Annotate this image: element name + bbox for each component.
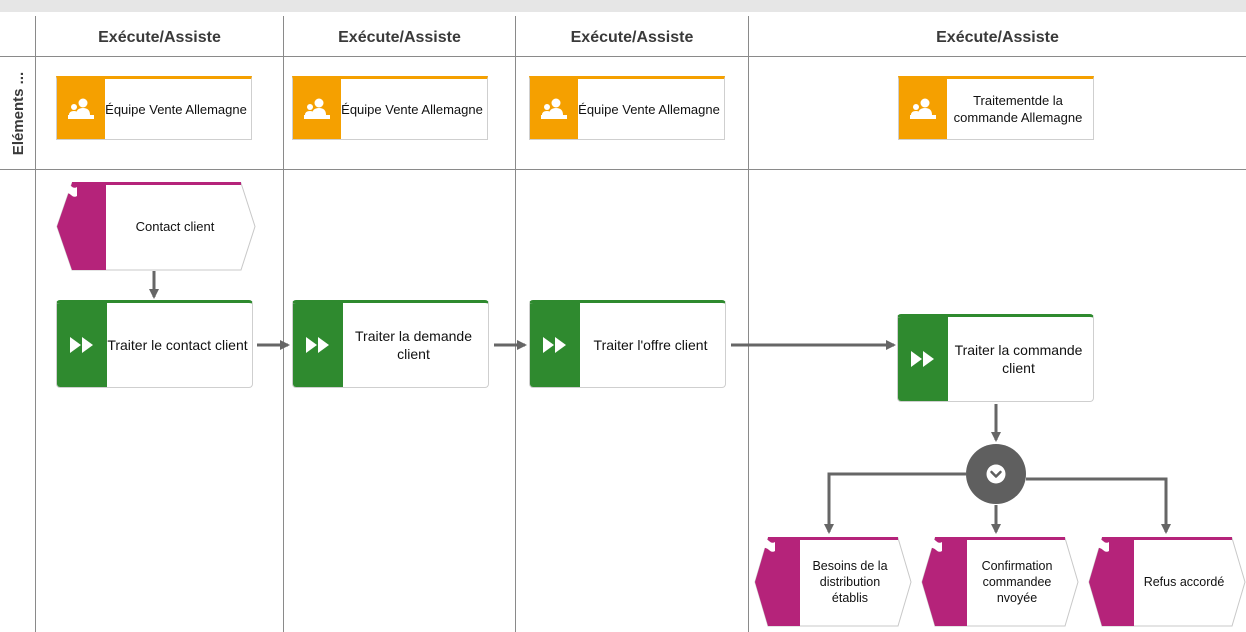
fast-forward-icon bbox=[57, 303, 107, 387]
top-toolbar-strip bbox=[0, 0, 1246, 12]
fast-forward-icon bbox=[898, 317, 948, 401]
end-event-confirmation[interactable]: Confirmation commandee nvoyée bbox=[921, 537, 1079, 627]
org-unit-icon bbox=[899, 79, 947, 139]
org-unit-2[interactable]: Équipe Vente Allemagne bbox=[292, 76, 488, 140]
lane-divider bbox=[515, 16, 516, 632]
lane-header-4[interactable]: Exécute/Assiste bbox=[936, 29, 1059, 46]
event-label: Confirmation commandee nvoyée bbox=[981, 559, 1053, 605]
function-label: Traiter le contact client bbox=[107, 337, 248, 353]
org-unit-icon bbox=[293, 79, 341, 139]
org-unit-label: Équipe Vente Allemagne bbox=[105, 101, 247, 117]
start-event[interactable]: Contact client bbox=[56, 182, 256, 271]
fast-forward-icon bbox=[293, 303, 343, 387]
event-label: Contact client bbox=[135, 219, 215, 234]
lane-header-1[interactable]: Exécute/Assiste bbox=[98, 29, 221, 46]
function-label: Traiter l'offre client bbox=[593, 337, 708, 353]
header-divider bbox=[0, 56, 1246, 57]
lane-header-3[interactable]: Exécute/Assiste bbox=[570, 29, 694, 46]
event-label: Refus accordé bbox=[1143, 575, 1225, 589]
row-divider bbox=[0, 169, 1246, 170]
fast-forward-icon bbox=[530, 303, 580, 387]
xor-gateway[interactable] bbox=[966, 444, 1026, 504]
lane-divider bbox=[35, 16, 36, 632]
lane-header-2[interactable]: Exécute/Assiste bbox=[338, 29, 461, 46]
function-traiter-offre[interactable]: Traiter l'offre client bbox=[529, 300, 726, 388]
end-event-refus[interactable]: Refus accordé bbox=[1088, 537, 1246, 627]
org-unit-icon bbox=[57, 79, 105, 139]
org-unit-4[interactable]: Traitementde la commande Allemagne bbox=[898, 76, 1094, 140]
flag-icon bbox=[1088, 537, 1134, 627]
chevron-down-icon bbox=[966, 444, 1026, 504]
event-label: Besoins de la distribution établis bbox=[812, 559, 888, 605]
org-unit-label: Équipe Vente Allemagne bbox=[341, 101, 483, 117]
function-traiter-contact[interactable]: Traiter le contact client bbox=[56, 300, 253, 388]
function-label: Traiter la demande client bbox=[355, 328, 472, 362]
org-unit-icon bbox=[530, 79, 578, 139]
function-label: Traiter la commande client bbox=[954, 342, 1083, 376]
end-event-besoins[interactable]: Besoins de la distribution établis bbox=[754, 537, 912, 627]
function-traiter-commande[interactable]: Traiter la commande client bbox=[897, 314, 1094, 402]
org-unit-3[interactable]: Équipe Vente Allemagne bbox=[529, 76, 725, 140]
connector bbox=[824, 472, 966, 534]
flag-icon bbox=[754, 537, 800, 627]
org-unit-label: Traitementde la commande Allemagne bbox=[953, 93, 1083, 125]
lane-divider bbox=[283, 16, 284, 632]
connector bbox=[1026, 477, 1171, 534]
flag-icon bbox=[921, 537, 967, 627]
org-unit-label: Équipe Vente Allemagne bbox=[578, 101, 720, 117]
org-unit-1[interactable]: Équipe Vente Allemagne bbox=[56, 76, 252, 140]
lane-divider bbox=[748, 16, 749, 632]
function-traiter-demande[interactable]: Traiter la demande client bbox=[292, 300, 489, 388]
flag-icon bbox=[56, 182, 106, 271]
